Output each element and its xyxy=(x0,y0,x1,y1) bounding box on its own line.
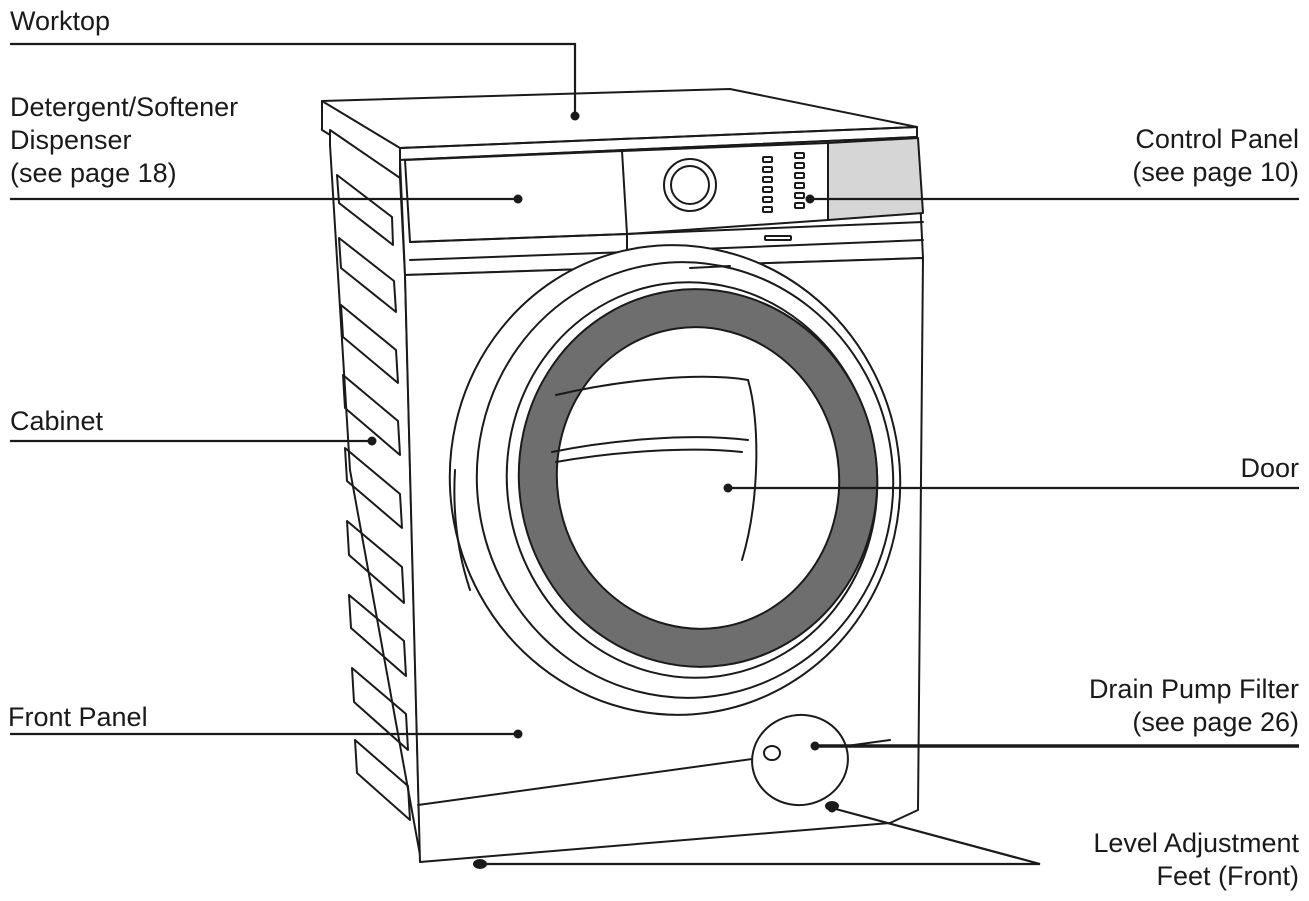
label-cabinet-line-1: Cabinet xyxy=(10,406,104,436)
dot-control-panel xyxy=(805,194,815,204)
dot-foot-right xyxy=(827,803,837,813)
label-door: Door xyxy=(1240,452,1299,485)
dot-front-panel xyxy=(513,729,523,739)
label-dispenser-line-3: (see page 18) xyxy=(10,158,177,188)
label-dispenser-line-2: Dispenser xyxy=(10,125,132,155)
label-level-feet-line-1: Level Adjustment xyxy=(1093,828,1299,858)
label-cabinet: Cabinet xyxy=(10,405,103,438)
label-worktop: Worktop xyxy=(10,5,110,38)
dot-worktop xyxy=(570,111,580,121)
dot-dispenser xyxy=(513,194,523,204)
leader-feet xyxy=(480,806,1041,866)
drain-filter-shape xyxy=(751,713,849,807)
label-control-panel-line-2: (see page 10) xyxy=(1132,157,1299,187)
label-level-feet-line-2: Feet (Front) xyxy=(1156,861,1299,891)
label-level-feet: Level Adjustment Feet (Front) xyxy=(1093,827,1299,893)
label-door-line-1: Door xyxy=(1240,453,1299,483)
label-dispenser-line-1: Detergent/Softener xyxy=(10,92,239,122)
label-front-panel-line-1: Front Panel xyxy=(8,702,148,732)
dot-drain-filter xyxy=(810,741,820,751)
dot-door xyxy=(723,483,733,493)
dot-foot-left xyxy=(475,859,485,869)
pointer-dots xyxy=(367,111,837,869)
label-control-panel: Control Panel (see page 10) xyxy=(1132,123,1299,189)
label-drain-pump-filter-line-1: Drain Pump Filter xyxy=(1088,674,1299,704)
top-band xyxy=(399,136,924,276)
door-shape xyxy=(448,244,902,716)
label-worktop-line-1: Worktop xyxy=(10,6,111,36)
label-front-panel: Front Panel xyxy=(8,701,148,734)
leader-lines xyxy=(10,42,1299,866)
label-control-panel-line-1: Control Panel xyxy=(1135,124,1299,154)
label-drain-pump-filter: Drain Pump Filter (see page 26) xyxy=(1089,673,1299,739)
label-dispenser: Detergent/Softener Dispenser (see page 1… xyxy=(10,91,238,190)
label-drain-pump-filter-line-2: (see page 26) xyxy=(1132,707,1299,737)
dot-cabinet xyxy=(367,436,377,446)
leader-worktop xyxy=(10,42,577,116)
